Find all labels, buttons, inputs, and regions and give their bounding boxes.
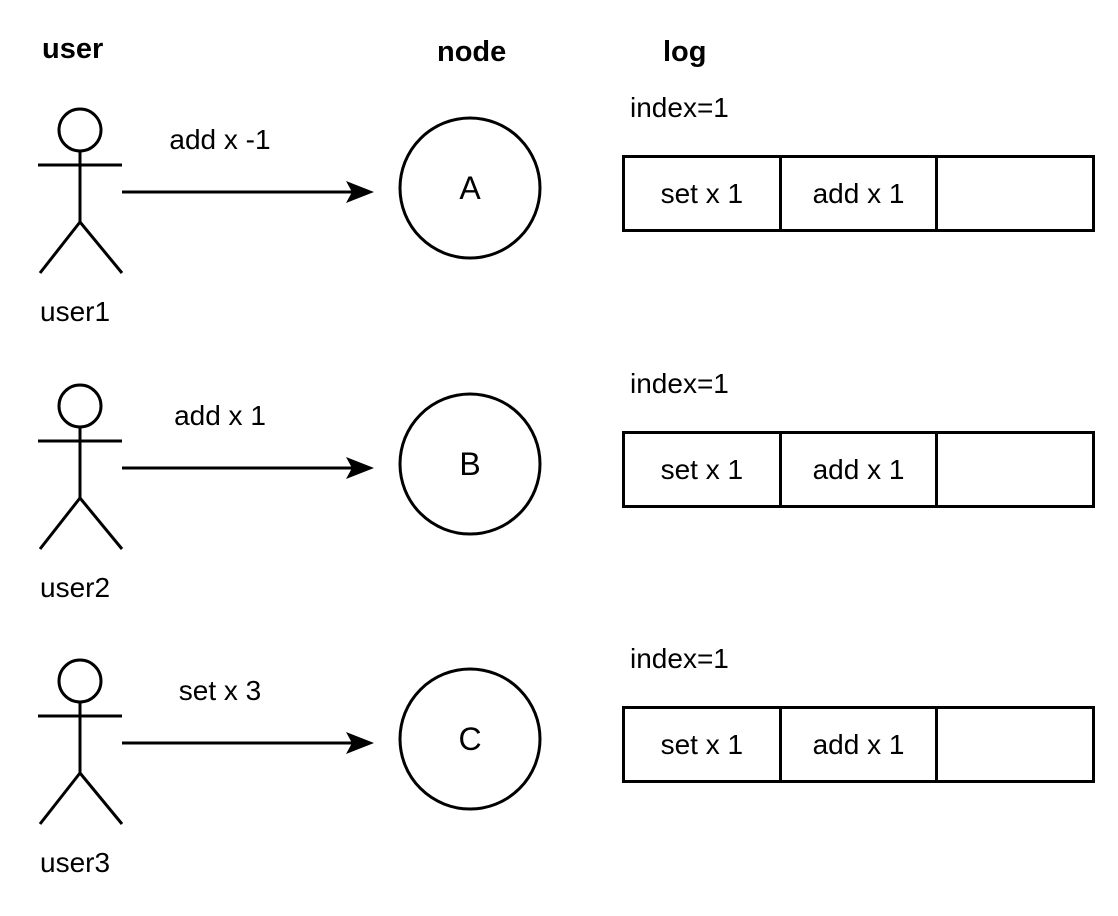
diagram-row-3: set x 3 user3 C index=1 set x 1 add x 1 [0,551,1118,886]
arrow-head [346,457,374,479]
user-name-label: user3 [40,847,111,878]
log-index-label: index=1 [630,92,729,123]
log-cell: set x 1 [625,158,782,229]
log-cell-empty [938,709,1092,780]
log-cell-empty [938,158,1092,229]
actor-leg-left [38,497,82,550]
diagram-row-2: add x 1 user2 B index=1 set x 1 add x 1 [0,276,1118,611]
actor-head [57,658,103,704]
column-header-log: log [663,36,707,68]
actor-head [57,383,103,429]
actor-leg-left [38,221,82,274]
log-table: set x 1 add x 1 [622,155,1095,232]
actor-leg-right [78,497,124,550]
node-letter: B [459,446,481,482]
diagram-row-1: add x -1 user1 A index=1 set x 1 add x 1 [0,0,1118,335]
arrow-icon [122,732,374,754]
actor-leg-left [38,772,82,825]
row-artwork [38,107,542,274]
actor-head [57,107,103,153]
node-circle [398,392,542,536]
arrow-icon [122,457,374,479]
log-cell: add x 1 [782,434,939,505]
actor-leg-right [78,772,124,825]
log-cell-empty [938,434,1092,505]
log-table: set x 1 add x 1 [622,706,1095,783]
command-label: add x -1 [169,124,271,155]
log-table: set x 1 add x 1 [622,431,1095,508]
log-index-label: index=1 [630,368,729,399]
column-header-node: node [437,36,507,68]
log-index-label: index=1 [630,643,729,674]
node-circle [398,116,542,260]
arrow-head [346,181,374,203]
log-cell: set x 1 [625,709,782,780]
node-letter: A [459,170,481,206]
log-cell: add x 1 [782,158,939,229]
row-artwork [38,658,542,825]
stick-figure-icon [38,383,124,550]
node-circle [398,667,542,811]
command-label: set x 3 [178,675,262,706]
column-header-user: user [42,33,104,65]
actor-leg-right [78,221,124,274]
stick-figure-icon [38,658,124,825]
log-cell: set x 1 [625,434,782,505]
node-letter: C [458,721,482,757]
row-artwork [38,383,542,550]
log-cell: add x 1 [782,709,939,780]
arrow-head [346,732,374,754]
stick-figure-icon [38,107,124,274]
user-name-label: user2 [40,572,111,603]
user-name-label: user1 [40,296,111,327]
arrow-icon [122,181,374,203]
command-label: add x 1 [174,400,266,431]
